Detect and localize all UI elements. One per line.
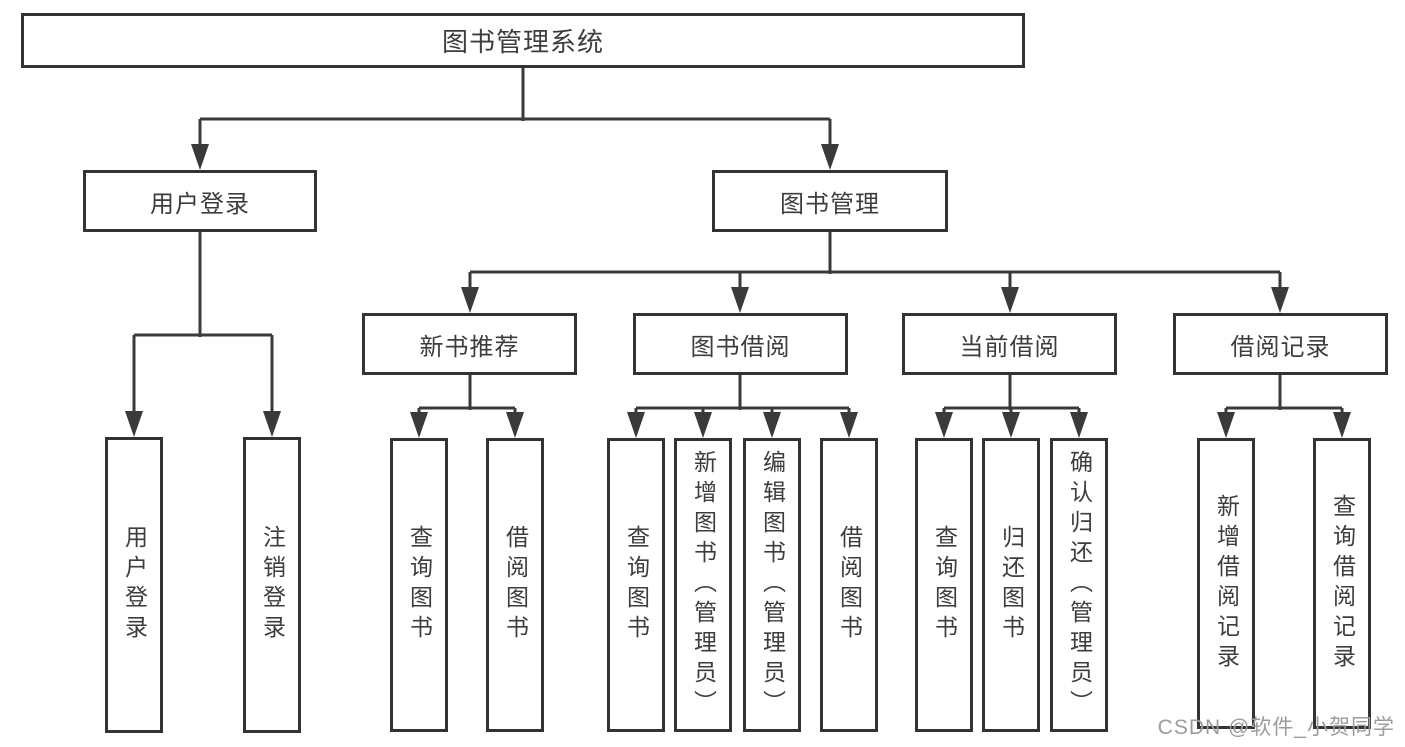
arrow-icon	[125, 411, 143, 437]
arrow-icon	[1333, 412, 1351, 438]
arrow-icon	[1217, 412, 1235, 438]
node-book-borrow: 图书借阅	[633, 313, 848, 375]
connector-book-borrow	[634, 375, 851, 414]
connector-root	[198, 68, 832, 146]
connector-current-borrow	[942, 375, 1081, 414]
connector-paths	[132, 68, 1344, 414]
leaf-confirm-return-admin: 确认归还（管理员）	[1050, 438, 1108, 732]
arrow-icon	[627, 412, 645, 438]
connector-book-management	[468, 232, 1282, 289]
leaf-logout: 注销登录	[243, 437, 301, 733]
watermark-text: CSDN @软件_小贺同学	[1157, 716, 1395, 739]
arrow-icon	[263, 411, 281, 437]
leaf-query-borrow-record: 查询借阅记录	[1313, 438, 1371, 729]
leaf-edit-book-admin: 编辑图书（管理员）	[743, 438, 801, 732]
connector-new-book	[417, 375, 517, 414]
leaf-query-books-recommend: 查询图书	[390, 438, 448, 732]
leaf-user-login: 用户登录	[105, 437, 163, 733]
node-book-management: 图书管理	[712, 170, 948, 232]
arrow-icon	[461, 287, 479, 313]
arrow-icon	[410, 412, 428, 438]
arrow-icon	[840, 412, 858, 438]
arrow-icon	[1070, 412, 1088, 438]
leaf-query-books-current: 查询图书	[915, 438, 973, 732]
arrow-icon	[1001, 287, 1019, 313]
leaf-query-books-borrow: 查询图书	[607, 438, 665, 732]
arrow-icon	[731, 287, 749, 313]
arrow-icon	[821, 144, 839, 170]
arrowheads	[125, 144, 1351, 438]
arrow-icon	[1271, 287, 1289, 313]
arrow-icon	[191, 144, 209, 170]
node-root: 图书管理系统	[21, 13, 1025, 68]
connector-borrow-records	[1224, 375, 1344, 414]
leaf-borrow-books-recommend: 借阅图书	[486, 438, 544, 732]
arrow-icon	[694, 412, 712, 438]
leaf-add-borrow-record: 新增借阅记录	[1197, 438, 1255, 729]
arrow-icon	[1002, 412, 1020, 438]
node-user-login: 用户登录	[83, 170, 317, 232]
arrow-icon	[935, 412, 953, 438]
leaf-borrow-books: 借阅图书	[820, 438, 878, 732]
node-borrow-records: 借阅记录	[1173, 313, 1388, 375]
leaf-add-book-admin: 新增图书（管理员）	[674, 438, 732, 732]
node-new-book-recommend: 新书推荐	[362, 313, 577, 375]
node-current-borrow: 当前借阅	[902, 313, 1117, 375]
leaf-return-book: 归还图书	[982, 438, 1040, 732]
arrow-icon	[763, 412, 781, 438]
connector-user-login	[132, 232, 274, 413]
arrow-icon	[506, 412, 524, 438]
